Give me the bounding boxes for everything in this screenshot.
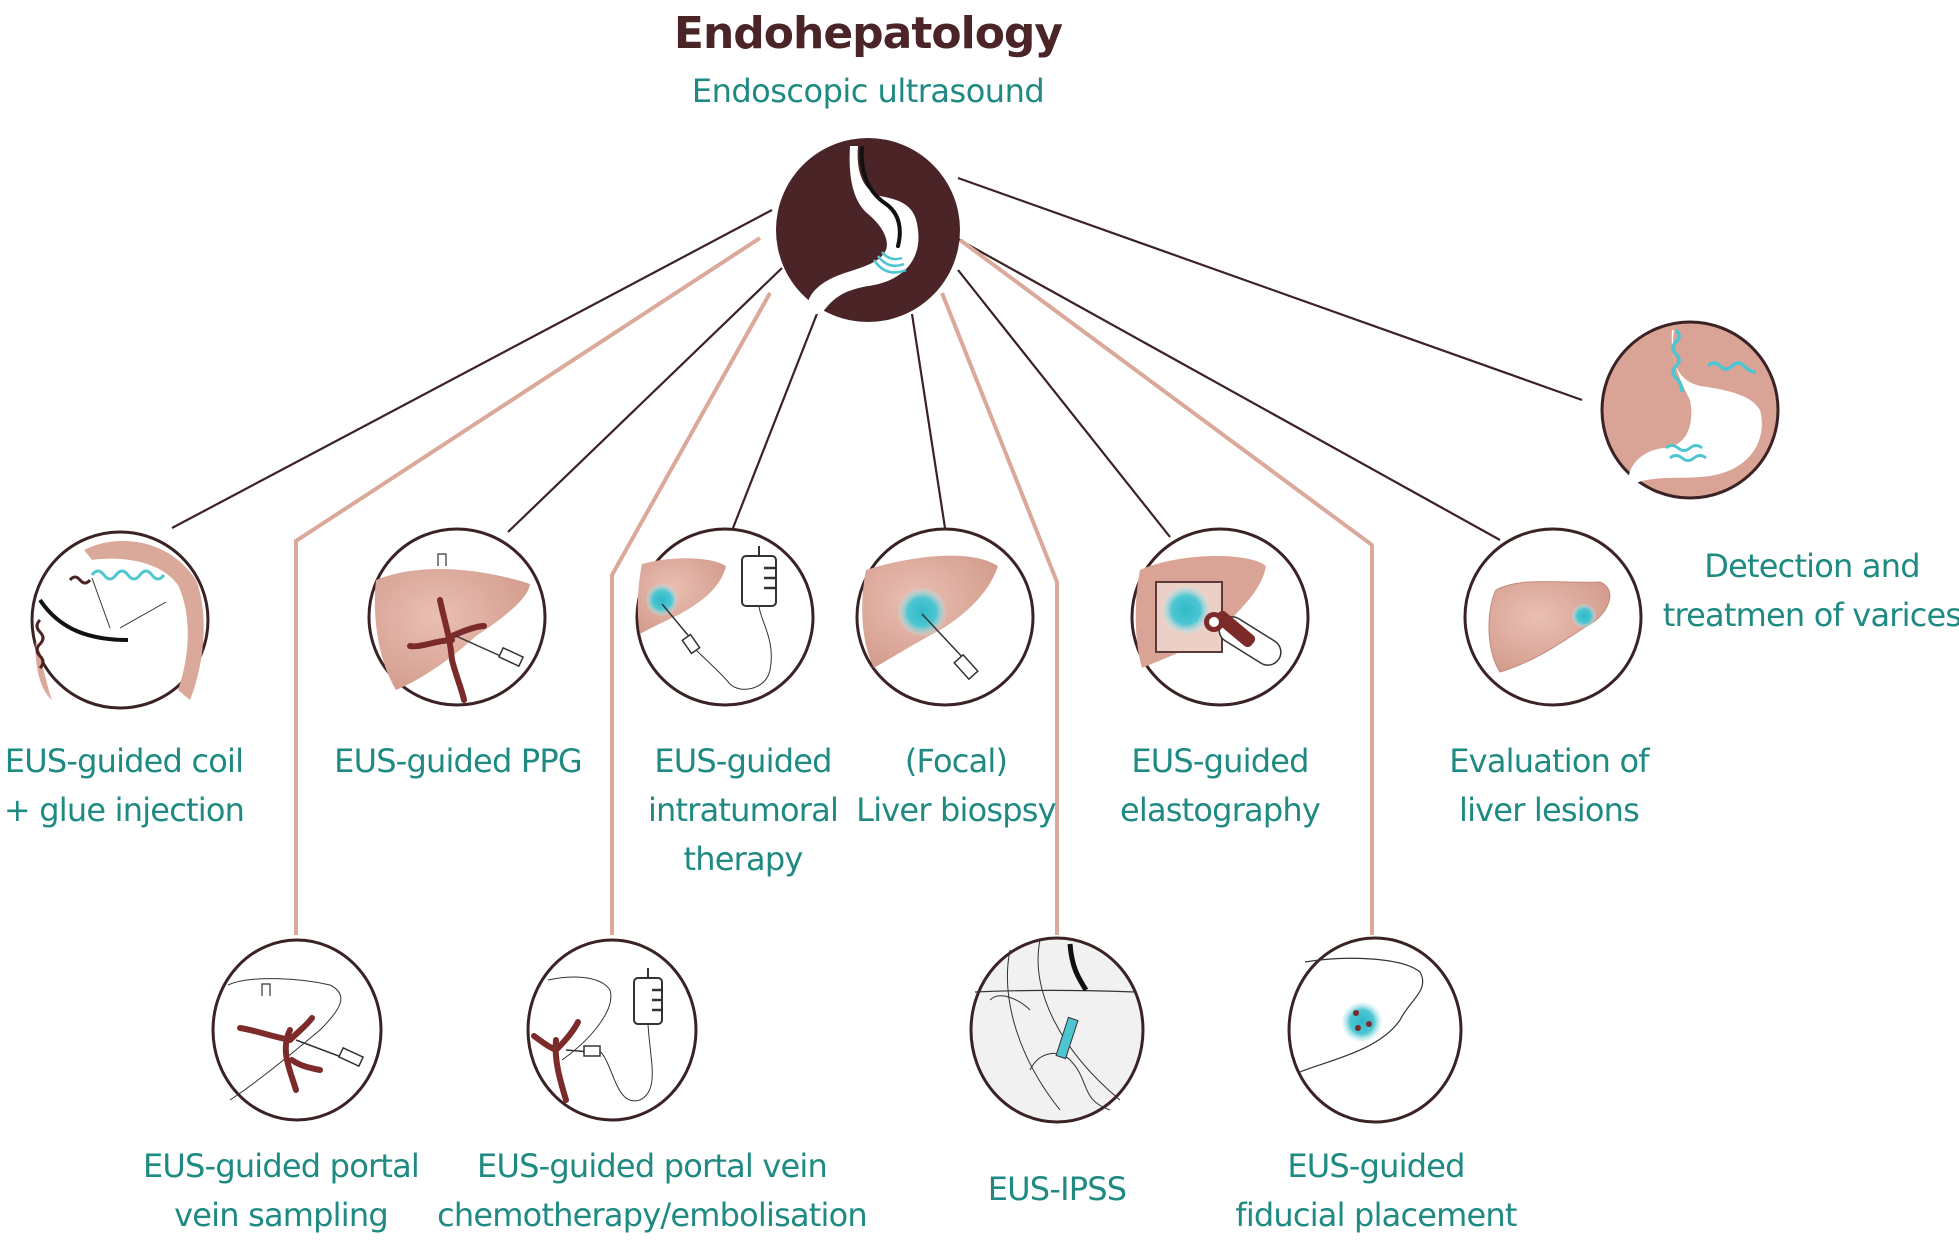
connector-portal-sampling [294, 236, 762, 935]
node-ppg[interactable] [367, 527, 547, 707]
label-portal-sampling: EUS-guided portal vein sampling [143, 1147, 420, 1234]
connector-varices [957, 176, 1583, 402]
node-intratumoral[interactable] [635, 527, 815, 707]
node-liver-lesions[interactable] [1463, 527, 1643, 707]
node-fiducial[interactable] [1287, 936, 1463, 1124]
fiducial-markers-icon [1299, 957, 1424, 1073]
node-varices[interactable] [1600, 320, 1780, 500]
liver-elastography-probe-icon [1135, 555, 1282, 668]
label-liver-lesions: Evaluation of liver lesions [1449, 742, 1649, 829]
node-portal-sampling[interactable] [211, 938, 383, 1122]
label-coil-glue: EUS-guided coil + glue injection [3, 742, 245, 829]
node-portal-chemo[interactable] [526, 938, 698, 1122]
connector-liver-biopsy [910, 313, 947, 529]
connector-intratumoral [731, 305, 822, 529]
node-coil-glue[interactable] [30, 530, 210, 710]
label-intratumoral: EUS-guided intratumoral therapy [647, 742, 839, 878]
connector-coil-glue [171, 209, 773, 529]
connector-ppg [507, 267, 783, 533]
connector-portal-chemo [610, 292, 772, 935]
gastric-varices-coil-icon [35, 540, 204, 700]
connector-ipss [940, 292, 1059, 935]
label-fiducial: EUS-guided fiducial placement [1235, 1147, 1517, 1234]
diagram-subtitle: Endoscopic ultrasound [691, 72, 1045, 110]
hub-circle [776, 138, 960, 322]
connector-fiducial [958, 238, 1374, 935]
portal-vein-infusion-icon [531, 968, 663, 1103]
hub-node[interactable] [776, 138, 960, 322]
connector-liver-lesions [955, 237, 1501, 541]
liver-lesion-icon [1488, 581, 1611, 673]
stomach-echoendoscope-icon [807, 146, 919, 315]
portal-vein-sampling-icon [227, 978, 365, 1101]
node-liver-biopsy[interactable] [855, 527, 1035, 707]
intrahepatic-shunt-stent-icon [974, 939, 1136, 1111]
node-ipss[interactable] [969, 936, 1145, 1124]
stomach-varices-icon [1628, 328, 1762, 486]
label-varices: Detection and treatmen of varices [1662, 547, 1959, 634]
liver-portal-pressure-icon [374, 553, 530, 703]
label-liver-biopsy: (Focal) Liver biospsy [856, 742, 1056, 829]
liver-infusion-icon [637, 546, 777, 690]
node-elastography[interactable] [1130, 527, 1310, 707]
diagram-title: Endohepatology [673, 8, 1063, 59]
connector-lines [171, 176, 1583, 935]
label-ipss: EUS-IPSS [987, 1170, 1127, 1208]
connector-elastography [957, 269, 1171, 538]
label-ppg: EUS-guided PPG [334, 742, 582, 780]
label-elastography: EUS-guided elastography [1120, 742, 1321, 829]
liver-biopsy-needle-icon [862, 555, 998, 681]
label-portal-chemo: EUS-guided portal vein chemotherapy/embo… [437, 1147, 868, 1234]
